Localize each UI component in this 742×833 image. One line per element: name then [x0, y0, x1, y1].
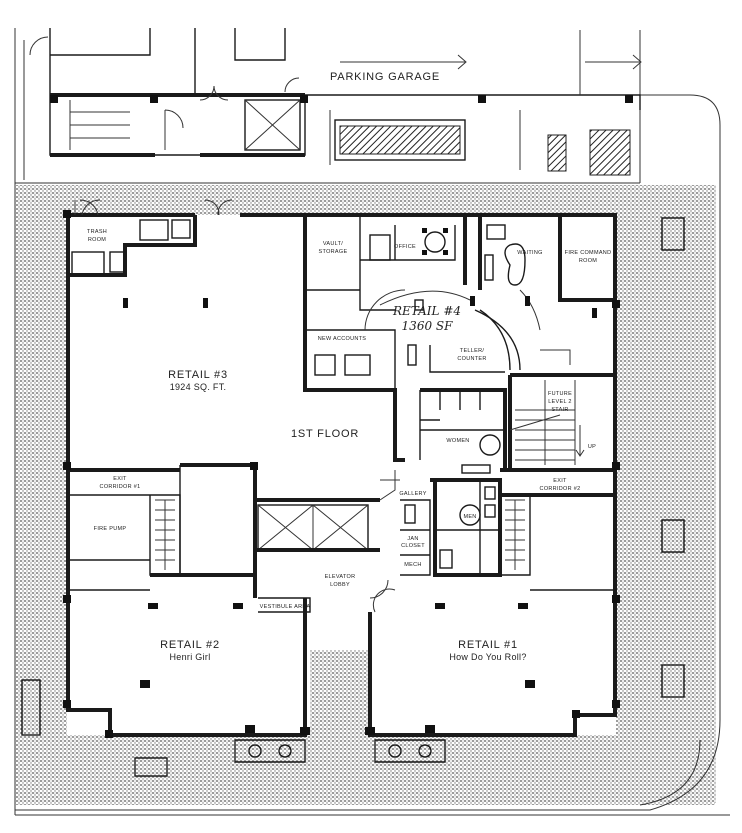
floor-label: 1ST FLOOR — [291, 428, 359, 440]
retail-3-area: 1924 SQ. FT. — [170, 382, 227, 392]
svg-text:OFFICE: OFFICE — [394, 244, 416, 250]
site-fixtures — [21, 217, 685, 777]
svg-text:ELEVATOR: ELEVATOR — [325, 574, 356, 580]
retail-4-area: 1360 SF — [402, 319, 454, 333]
svg-text:VAULT/: VAULT/ — [323, 241, 343, 247]
svg-text:STAIR: STAIR — [551, 407, 568, 413]
svg-text:FIRE COMMAND: FIRE COMMAND — [565, 250, 612, 256]
svg-text:NEW ACCOUNTS: NEW ACCOUNTS — [318, 336, 367, 342]
sidewalk-stipple — [15, 185, 716, 805]
svg-text:CORRIDOR #2: CORRIDOR #2 — [540, 486, 581, 492]
svg-text:WAITING: WAITING — [517, 250, 542, 256]
svg-text:LEVEL 2: LEVEL 2 — [548, 399, 572, 405]
svg-text:LOBBY: LOBBY — [330, 582, 350, 588]
svg-text:ROOM: ROOM — [88, 237, 106, 243]
parking-garage: PARKING GARAGE — [29, 28, 642, 176]
retail-4-walls: VAULT/ STORAGE OFFICE WAITING FIRE COMMA… — [303, 215, 615, 462]
svg-text:ROOM: ROOM — [579, 258, 597, 264]
svg-text:EXIT: EXIT — [553, 478, 567, 484]
svg-text:TRASH: TRASH — [87, 229, 107, 235]
retail-1-2-walls — [68, 589, 615, 763]
svg-text:COUNTER: COUNTER — [457, 356, 486, 362]
svg-text:MEN: MEN — [463, 514, 476, 520]
structural-columns — [63, 210, 620, 738]
retail-1-name: RETAIL #1 — [458, 639, 518, 651]
svg-text:WOMEN: WOMEN — [446, 438, 469, 444]
svg-text:UP: UP — [588, 444, 596, 450]
svg-text:MECH: MECH — [404, 562, 421, 568]
restrooms-and-stair: FUTURE LEVEL 2 STAIR UP WOMEN — [419, 373, 615, 474]
retail-2-name: RETAIL #2 — [160, 639, 220, 651]
trash-room: TRASH ROOM — [68, 215, 197, 277]
core-services: MEN GALLERY JAN CLOSET MECH — [399, 478, 502, 577]
retail-2-tenant: Henri Girl — [169, 652, 210, 662]
svg-text:TELLER/: TELLER/ — [460, 348, 485, 354]
svg-text:FIRE PUMP: FIRE PUMP — [94, 526, 127, 532]
retail-4-name: RETAIL #4 — [392, 304, 461, 318]
parking-garage-label: PARKING GARAGE — [330, 71, 440, 83]
svg-text:STORAGE: STORAGE — [319, 249, 348, 255]
retail-3-name: RETAIL #3 — [168, 369, 228, 381]
svg-text:GALLERY: GALLERY — [399, 491, 426, 497]
svg-text:CORRIDOR #1: CORRIDOR #1 — [100, 484, 141, 490]
room-labels: RETAIL #3 1924 SQ. FT. 1ST FLOOR RETAIL … — [160, 369, 526, 662]
retail-1-tenant: How Do You Roll? — [449, 652, 526, 662]
svg-text:EXIT: EXIT — [113, 476, 127, 482]
svg-text:CLOSET: CLOSET — [401, 543, 425, 549]
conference-table — [422, 228, 448, 255]
svg-text:VESTIBULE AREA: VESTIBULE AREA — [260, 604, 311, 610]
svg-text:JAN: JAN — [407, 536, 418, 542]
svg-text:FUTURE: FUTURE — [548, 391, 572, 397]
